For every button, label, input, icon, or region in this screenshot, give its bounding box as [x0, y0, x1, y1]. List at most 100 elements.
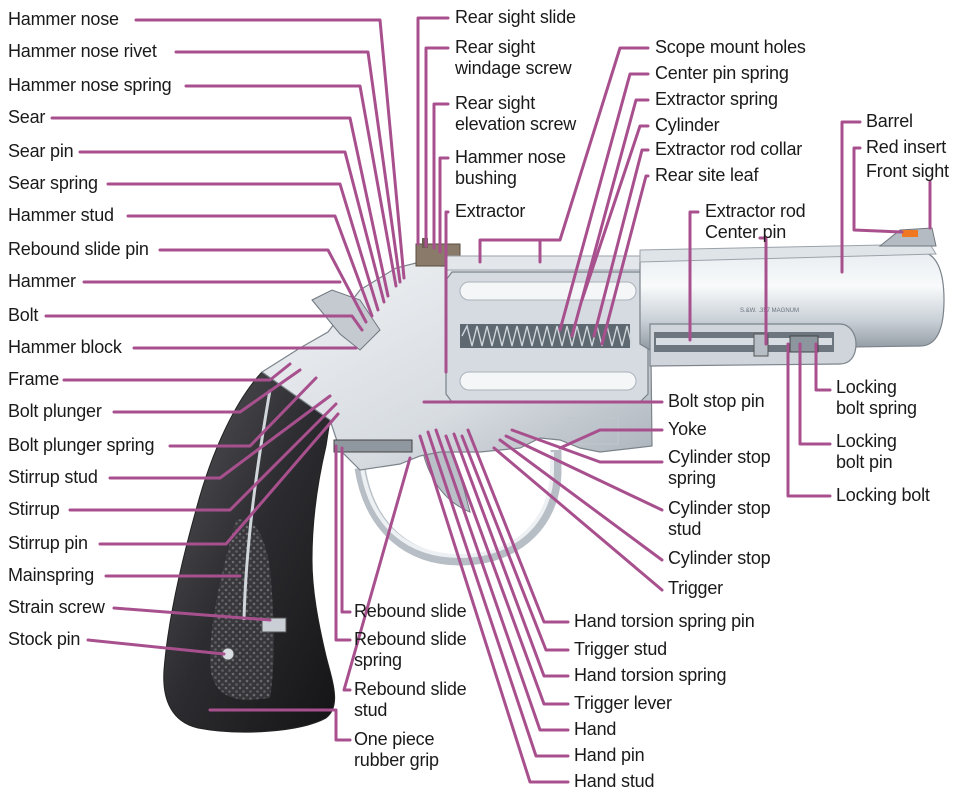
leader-barrel — [840, 120, 862, 274]
label-stock-pin: Stock pin — [8, 629, 81, 649]
label-red-insert: Red insert — [866, 137, 947, 157]
label-bolt-plunger-spring: Bolt plunger spring — [8, 435, 155, 455]
label-trigger: Trigger — [668, 578, 723, 598]
leader-lines — [44, 16, 932, 784]
label-rebound-slide-stud: Rebound slide stud — [354, 679, 467, 720]
label-one-piece-rubber-grip: One piece rubber grip — [354, 729, 439, 770]
barrel-engraving: S.&W. .357 MAGNUM — [740, 308, 799, 314]
leader-cylinder-stop — [498, 438, 664, 562]
leader-hammer-nose-spring — [184, 84, 398, 288]
label-locking-bolt-spring: Locking bolt spring — [836, 377, 917, 418]
label-trigger-stud: Trigger stud — [574, 639, 667, 659]
label-rebound-slide: Rebound slide — [354, 601, 467, 621]
label-mainspring: Mainspring — [8, 565, 95, 585]
leader-sear-spring — [106, 182, 380, 312]
leader-scope-mount-holes — [478, 46, 650, 264]
label-hammer-nose-rivet: Hammer nose rivet — [8, 41, 157, 61]
leader-center-pin — [758, 236, 768, 346]
leader-hand-torsion-spring — [452, 432, 570, 678]
leader-extractor — [444, 210, 450, 374]
red-insert — [902, 230, 918, 237]
label-hand-pin: Hand pin — [574, 745, 645, 765]
label-hand-torsion-spring-pin: Hand torsion spring pin — [574, 611, 755, 631]
barrel-rib — [639, 243, 937, 263]
label-frame: Frame — [8, 369, 60, 389]
label-rear-sight-slide: Rear sight slide — [455, 7, 576, 27]
leader-rebound-slide-spring — [334, 444, 352, 642]
label-hammer-nose-bushing: Hammer nose bushing — [455, 147, 566, 188]
label-hammer-stud: Hammer stud — [8, 205, 114, 225]
leader-rebound-slide-pin — [158, 248, 368, 324]
leader-hand — [434, 428, 570, 732]
label-extractor-rod-center-pin: Extractor rod Center pin — [705, 201, 806, 242]
revolver-illustration: S.&W. .357 MAGNUM — [163, 227, 945, 733]
leader-hand-torsion-spring-pin — [466, 428, 570, 624]
leader-rebound-slide — [340, 446, 352, 614]
label-locking-bolt-pin: Locking bolt pin — [836, 431, 897, 472]
hammer — [311, 289, 381, 351]
leader-extractor-spring — [570, 98, 650, 338]
leader-center-pin-spring — [558, 72, 650, 332]
label-strain-screw: Strain screw — [8, 597, 105, 617]
label-trigger-lever: Trigger lever — [574, 693, 672, 713]
leader-hammer-nose — [134, 18, 406, 280]
leader-stock-pin — [86, 638, 226, 656]
cylinder-flute-1 — [459, 281, 637, 301]
leader-locking-bolt — [786, 342, 832, 498]
label-cylinder-stop: Cylinder stop — [668, 548, 771, 568]
mainspring-part — [242, 389, 272, 621]
leader-hammer-nose-rivet — [174, 50, 402, 284]
label-front-sight: Front sight — [866, 161, 949, 181]
ejector-rod — [656, 338, 832, 345]
leader-rear-site-leaf — [600, 174, 650, 346]
label-cylinder-stop-stud: Cylinder stop stud — [668, 498, 771, 539]
leader-stirrup-pin — [98, 412, 340, 546]
cylinder-flute-2 — [459, 371, 637, 391]
leader-red-insert — [852, 146, 904, 234]
label-extractor-spring: Extractor spring — [655, 89, 778, 109]
leader-locking-bolt-spring — [814, 342, 832, 392]
label-sear: Sear — [8, 107, 46, 127]
leader-stirrup — [68, 402, 338, 512]
label-sear-pin: Sear pin — [8, 141, 74, 161]
leader-bolt-plunger — [112, 368, 302, 414]
label-bolt-stop-pin: Bolt stop pin — [668, 391, 765, 411]
locking-bolt-spring-part — [789, 335, 819, 353]
leader-cylinder — [580, 124, 650, 302]
leader-rear-sight-windage-screw — [424, 46, 450, 248]
leader-one-piece-rubber-grip — [208, 708, 352, 742]
label-sear-spring: Sear spring — [8, 173, 98, 193]
label-locking-bolt: Locking bolt — [836, 485, 930, 505]
label-hand-stud: Hand stud — [574, 771, 655, 791]
label-rebound-slide-spring: Rebound slide spring — [354, 629, 467, 670]
leader-bolt — [44, 314, 364, 332]
label-bolt-plunger: Bolt plunger — [8, 401, 102, 421]
label-rear-sight-windage-screw: Rear sight windage screw — [455, 37, 572, 78]
leader-frame — [62, 362, 292, 382]
leader-extractor-rod-collar — [592, 148, 650, 338]
label-rear-site-leaf: Rear site leaf — [655, 165, 759, 185]
label-hammer: Hammer — [8, 271, 76, 291]
label-rebound-slide-pin: Rebound slide pin — [8, 239, 149, 259]
label-extractor: Extractor — [455, 201, 526, 221]
leader-bolt-plunger-spring — [168, 376, 318, 448]
leader-trigger — [492, 446, 664, 592]
label-hammer-block: Hammer block — [8, 337, 122, 357]
label-hand: Hand — [574, 719, 617, 739]
label-stirrup: Stirrup — [8, 499, 60, 519]
leader-rear-sight-slide — [416, 16, 450, 246]
label-hand-torsion-spring: Hand torsion spring — [574, 665, 727, 685]
leader-strain-screw — [112, 606, 272, 622]
leader-hammer-nose-bushing — [438, 156, 450, 254]
leader-trigger-lever — [444, 434, 570, 706]
leader-hand-stud — [418, 434, 570, 784]
leader-rebound-slide-stud — [342, 456, 412, 692]
label-hammer-nose: Hammer nose — [8, 9, 119, 29]
label-stirrup-stud: Stirrup stud — [8, 467, 98, 487]
leader-rear-sight-elevation-screw — [432, 102, 450, 250]
label-extractor-rod-collar: Extractor rod collar — [655, 139, 803, 159]
leader-hammer-stud — [126, 214, 374, 318]
label-barrel: Barrel — [866, 111, 913, 131]
